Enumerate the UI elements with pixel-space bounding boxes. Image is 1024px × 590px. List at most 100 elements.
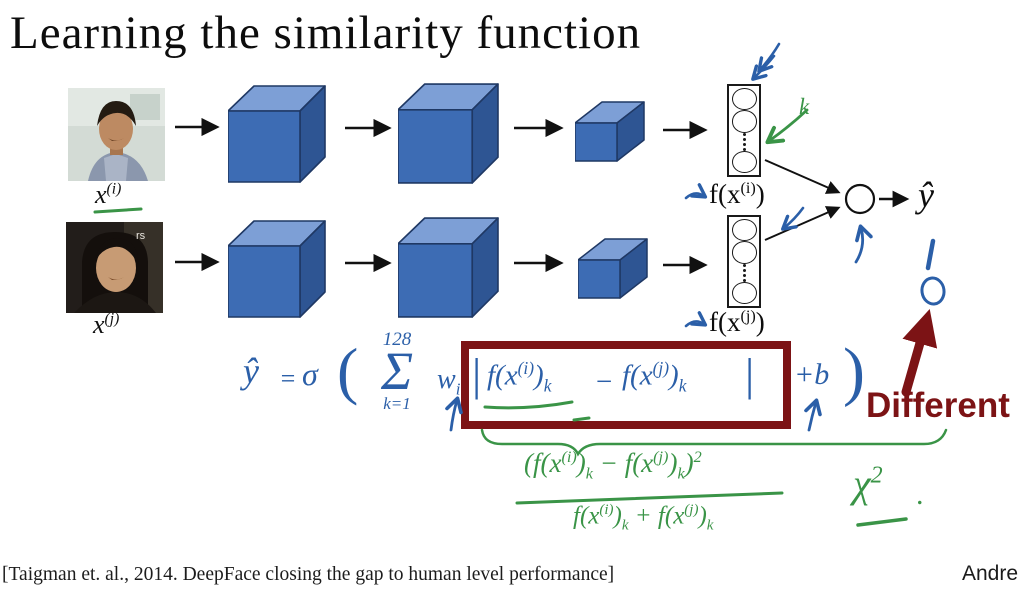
abs-bar-right: | xyxy=(745,349,755,400)
input-label-x-i: x(i) xyxy=(95,180,121,210)
x-i-sup: (i) xyxy=(106,180,122,198)
formula-equals: = xyxy=(279,364,297,393)
blue-arrow-f-i-icon xyxy=(684,183,708,200)
term1-sup: (i) xyxy=(517,358,535,378)
formula-open-paren: ( xyxy=(337,335,359,406)
photo-background-text: rs xyxy=(136,230,146,242)
slide-title: Learning the similarity function xyxy=(10,7,642,59)
weight-sub: i xyxy=(455,379,461,399)
num-t2-pre: f(x xyxy=(624,448,654,478)
vector-unit xyxy=(731,110,757,133)
blue-arrow-weight-icon xyxy=(445,396,463,432)
term2-sub: k xyxy=(678,375,687,396)
den-t1-pre: f(x xyxy=(573,502,600,530)
blue-arrow-title-icon xyxy=(757,42,781,73)
output-label-yhat: ŷ xyxy=(918,175,934,215)
chi-squared-note: χ2 xyxy=(853,460,883,507)
sum-lower-limit: k=1 xyxy=(383,393,411,413)
vector-unit xyxy=(731,281,757,304)
conv-cube-3-row2 xyxy=(578,238,648,299)
formula-term1: f(x(i))k xyxy=(487,358,551,396)
vector-ellipsis xyxy=(742,132,746,151)
formula-minus: − xyxy=(594,366,614,398)
den-t1-sub: k xyxy=(621,517,629,534)
photo-x-i xyxy=(68,88,165,181)
formula-sigma: σ xyxy=(302,356,318,392)
conv-cube-2-row1 xyxy=(398,83,499,184)
formula-bias: +b xyxy=(794,358,830,391)
den-t2-pre: f(x xyxy=(657,502,685,530)
candidate-zero-mark xyxy=(920,276,946,306)
den-t1-post: ) xyxy=(613,502,622,530)
num-minus: − xyxy=(599,448,618,478)
woman-portrait-image: rs xyxy=(66,222,163,313)
input-label-x-j: x(j) xyxy=(93,310,119,340)
sum-upper-limit: 128 xyxy=(382,329,412,350)
vector-unit xyxy=(731,241,757,264)
den-plus: + xyxy=(634,502,652,530)
vector-ellipsis xyxy=(742,263,746,282)
candidate-one-mark xyxy=(925,238,936,271)
chi-sup: 2 xyxy=(870,462,883,489)
chi2-numerator: (f(x(i))k − f(x(j))k)2 xyxy=(524,448,702,483)
formula-weight: wi xyxy=(437,364,460,400)
blue-arrow-vector2-icon xyxy=(781,206,805,231)
vector-unit xyxy=(731,219,757,242)
vector-unit xyxy=(731,150,757,173)
den-t2-post: ) xyxy=(698,502,707,530)
term2-sup: (j) xyxy=(652,358,670,378)
output-neuron xyxy=(844,183,876,215)
vector-unit xyxy=(731,88,757,111)
citation-text: [Taigman et. al., 2014. DeepFace closing… xyxy=(2,564,615,585)
conv-cube-1-row1 xyxy=(228,85,326,183)
f-i-post: ) xyxy=(755,179,765,209)
feature-vector-x-i xyxy=(727,84,761,177)
chi2-denominator: f(x(i))k + f(x(j))k xyxy=(573,502,713,534)
x-j-sup: (j) xyxy=(104,310,120,328)
feature-vector-x-j xyxy=(727,215,761,308)
f-i-pre: f(x xyxy=(709,179,741,209)
num-open: ( xyxy=(524,448,533,478)
term2-pre: f(x xyxy=(622,359,653,392)
conv-cube-2-row2 xyxy=(398,217,499,318)
den-t2-sub: k xyxy=(706,517,714,534)
weight-base: w xyxy=(437,364,456,395)
formula-summation: 128 Σ k=1 xyxy=(366,330,428,412)
num-t1-pre: f(x xyxy=(533,448,562,478)
chi-base: χ xyxy=(853,461,871,506)
encoding-label-f-x-i: f(x(i)) xyxy=(709,179,765,210)
man-portrait-image xyxy=(68,88,165,181)
term1-sub: k xyxy=(543,375,552,396)
abs-bar-left: | xyxy=(472,349,482,400)
x-j-base: x xyxy=(93,310,105,339)
num-t2-sup: (j) xyxy=(653,448,669,466)
formula-close-paren: ) xyxy=(843,335,865,408)
connection-line-bottom xyxy=(764,206,841,241)
blue-arrow-vector1-icon xyxy=(751,54,776,81)
formula-yhat: ŷ xyxy=(243,351,259,391)
term2-post: ) xyxy=(669,359,679,392)
blue-arrow-f-j-icon xyxy=(684,311,708,328)
term1-pre: f(x xyxy=(487,359,518,392)
num-t2-sub: k xyxy=(677,464,685,483)
f-j-sup: (j) xyxy=(740,307,756,325)
num-close: ) xyxy=(684,448,694,478)
num-t1-post: ) xyxy=(576,448,586,478)
f-i-sup: (i) xyxy=(740,179,756,197)
sum-symbol: Σ xyxy=(380,341,414,401)
den-t1-sup: (i) xyxy=(599,502,614,518)
green-underline-chi xyxy=(856,517,908,527)
formula-term2: f(x(j))k xyxy=(622,358,686,396)
blue-arrow-bias-icon xyxy=(804,398,822,432)
blue-arrow-neuron-icon xyxy=(854,224,873,264)
chi-dot: . xyxy=(916,478,924,511)
den-t2-sup: (j) xyxy=(684,502,699,518)
maroon-arrow-icon xyxy=(901,309,938,397)
num-exponent: 2 xyxy=(693,448,702,466)
emphasis-box xyxy=(461,341,791,429)
encoding-label-f-x-j: f(x(j)) xyxy=(709,307,765,338)
different-label: Different xyxy=(866,386,1010,425)
connection-line-top xyxy=(764,159,841,194)
k-index-annotation: k xyxy=(799,94,810,119)
